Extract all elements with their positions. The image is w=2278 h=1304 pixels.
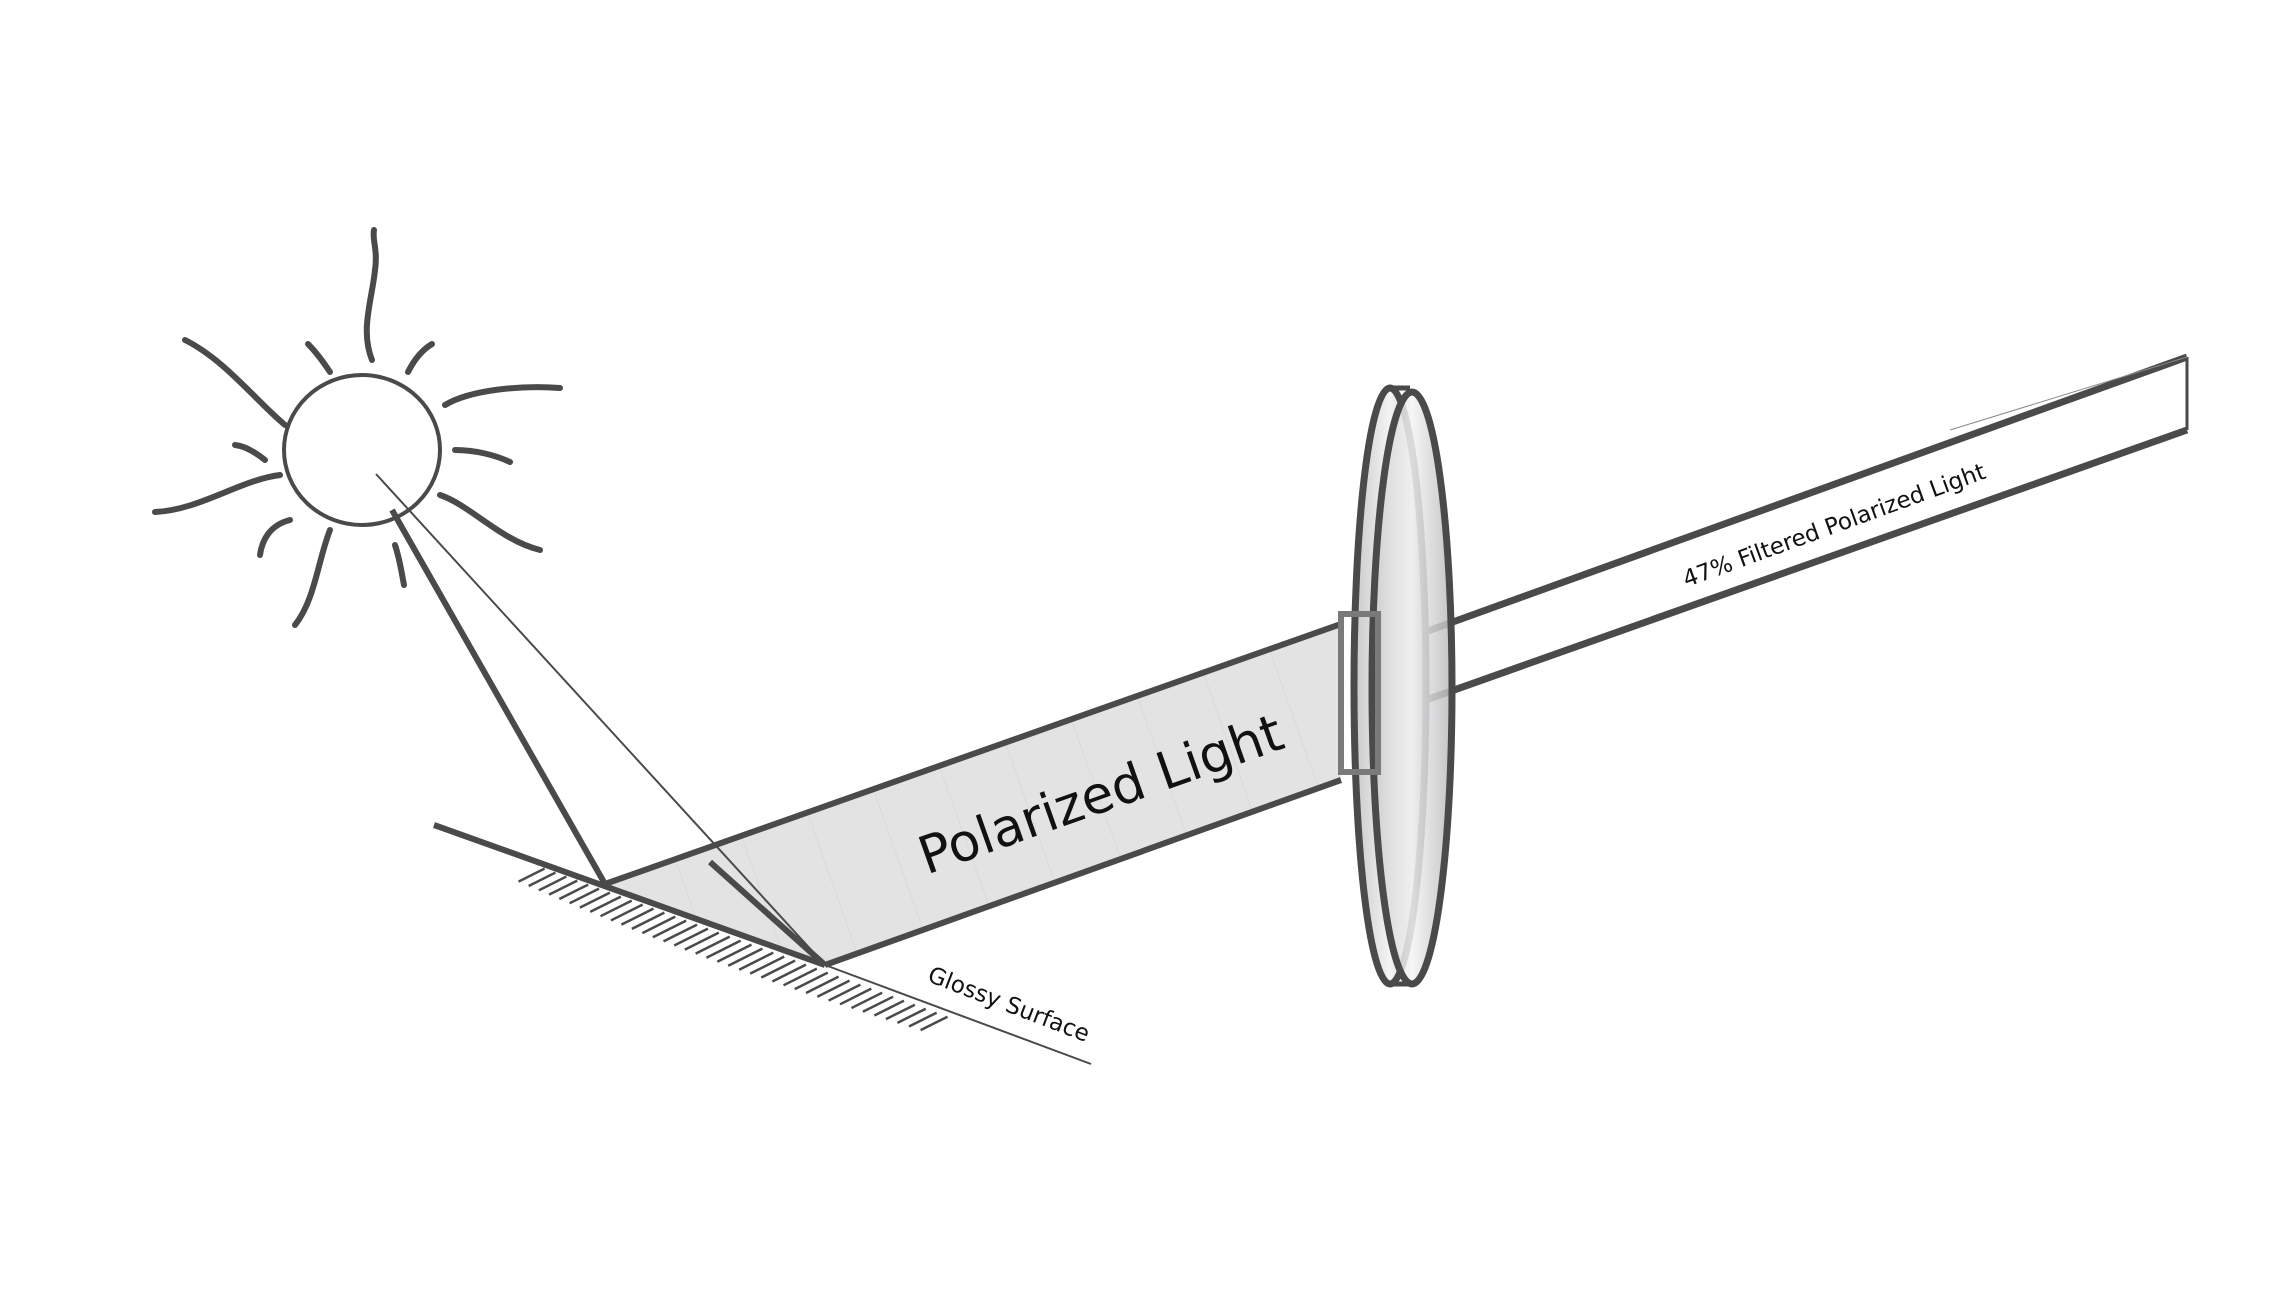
hatch-mark xyxy=(749,955,785,975)
hatch-mark xyxy=(805,975,840,995)
hatch-mark xyxy=(873,999,905,1017)
hatch-mark xyxy=(828,983,861,1002)
polarizing-filter xyxy=(1338,384,1456,988)
incident-ray-2-thick xyxy=(707,859,828,968)
hatch-mark xyxy=(528,871,557,888)
surface-label: Glossy Surface xyxy=(924,962,1093,1047)
incident-ray-2 xyxy=(375,473,826,966)
hatch-mark xyxy=(662,923,698,943)
beam-top-edge xyxy=(604,621,1342,887)
surface-hatching xyxy=(517,867,949,1032)
hatch-mark xyxy=(538,875,567,892)
hatch-mark xyxy=(896,1007,927,1024)
hatch-mark xyxy=(908,1011,938,1028)
hatch-mark xyxy=(548,879,578,896)
hatch-mark xyxy=(862,995,894,1013)
hatch-mark xyxy=(839,987,872,1006)
hatch-mark xyxy=(727,947,763,967)
hatch-mark xyxy=(558,883,589,901)
glossy-surface-line-thin xyxy=(824,964,1092,1065)
hatch-mark xyxy=(760,959,796,979)
polarized-beam xyxy=(605,624,1341,965)
hatch-mark xyxy=(673,927,709,947)
hatch-mark xyxy=(850,991,883,1010)
hatch-mark xyxy=(885,1003,916,1021)
hatch-mark xyxy=(641,915,676,935)
hatch-mark xyxy=(716,943,753,963)
hatch-mark xyxy=(579,891,611,909)
hatch-mark xyxy=(652,919,687,939)
glossy-surface-line xyxy=(432,822,827,968)
hatch-mark xyxy=(589,895,622,914)
hatch-mark xyxy=(695,935,731,955)
hatch-mark xyxy=(610,903,644,922)
hatch-mark xyxy=(816,979,851,998)
hatch-mark xyxy=(738,951,774,971)
hatch-mark xyxy=(631,911,665,930)
hatch-mark xyxy=(771,963,807,983)
beam-bottom-edge xyxy=(823,777,1343,968)
incident-ray-1 xyxy=(389,508,608,886)
hatch-mark xyxy=(599,899,633,918)
hatch-mark xyxy=(705,939,742,959)
filtered-beam xyxy=(1376,353,2189,721)
hatch-mark xyxy=(569,887,600,905)
hatch-mark xyxy=(620,907,655,926)
sun-icon xyxy=(152,227,563,628)
hatch-mark xyxy=(782,967,818,987)
hatch-mark xyxy=(684,931,720,951)
hatch-mark xyxy=(517,867,546,883)
hatch-mark xyxy=(920,1015,949,1032)
hatch-mark xyxy=(794,971,829,991)
